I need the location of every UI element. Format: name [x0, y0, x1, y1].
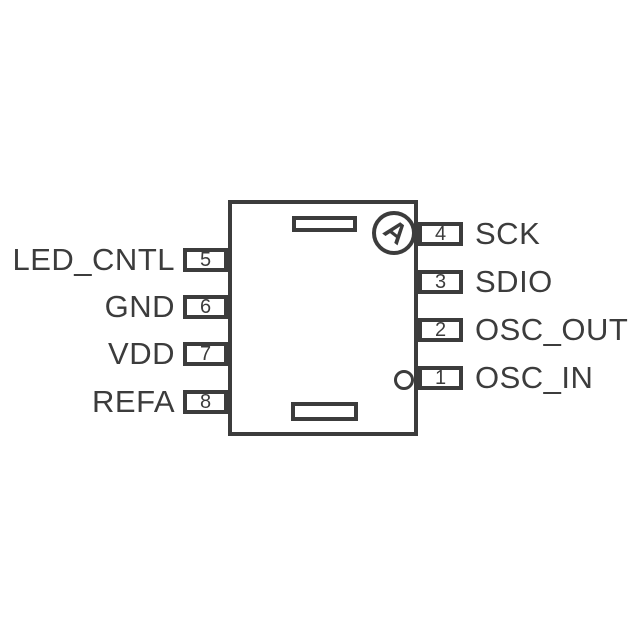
pin-label-sck: SCK — [475, 216, 541, 251]
pin-number-2: 2 — [434, 318, 447, 341]
pin-box-8: 8 — [183, 390, 228, 414]
pin-number-6: 6 — [199, 295, 212, 318]
pin-label-refa: REFA — [92, 384, 175, 419]
pin-number-4: 4 — [434, 222, 447, 245]
pin-label-vdd: VDD — [108, 336, 175, 371]
pin-label-led-cntl: LED_CNTL — [12, 242, 175, 277]
pin-number-5: 5 — [199, 248, 212, 271]
pin-label-osc-out: OSC_OUT — [475, 312, 629, 347]
pin-number-3: 3 — [434, 270, 447, 293]
chip-top-tab — [292, 216, 357, 232]
chip-bottom-tab — [291, 402, 358, 421]
pin-box-3: 3 — [418, 270, 463, 294]
pin-label-osc-in: OSC_IN — [475, 360, 594, 395]
pin-label-gnd: GND — [104, 289, 175, 324]
pin-box-7: 7 — [183, 342, 228, 366]
pin-number-8: 8 — [199, 390, 212, 413]
pin-box-6: 6 — [183, 295, 228, 319]
pin-box-2: 2 — [418, 318, 463, 342]
pin-number-7: 7 — [199, 342, 212, 365]
pin-label-sdio: SDIO — [475, 264, 553, 299]
pin1-indicator-icon — [394, 370, 414, 390]
pin-number-1: 1 — [434, 366, 447, 389]
pin-box-1: 1 — [418, 366, 463, 390]
pin-box-4: 4 — [418, 222, 463, 246]
logo-letter: A — [376, 212, 414, 251]
pin-box-5: 5 — [183, 248, 228, 272]
manufacturer-logo-icon: A — [372, 211, 416, 255]
